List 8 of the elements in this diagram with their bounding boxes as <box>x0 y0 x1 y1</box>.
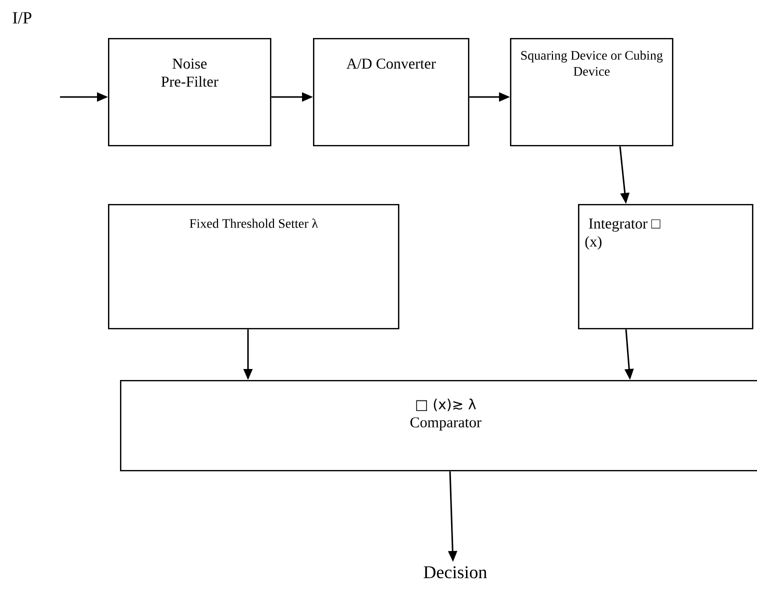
process-box: Integrator □ (x) <box>578 204 754 330</box>
process-box: □ (x)≳ λ Comparator <box>120 380 757 472</box>
process-box: Squaring Device or Cubing Device <box>510 38 674 146</box>
input-label: I/P <box>12 12 32 24</box>
output-text: Decision <box>424 566 487 578</box>
process-box: Noise Pre-Filter <box>108 38 272 146</box>
process-box: A/D Converter <box>313 38 470 146</box>
process-box: Fixed Threshold Setter λ <box>108 204 400 330</box>
